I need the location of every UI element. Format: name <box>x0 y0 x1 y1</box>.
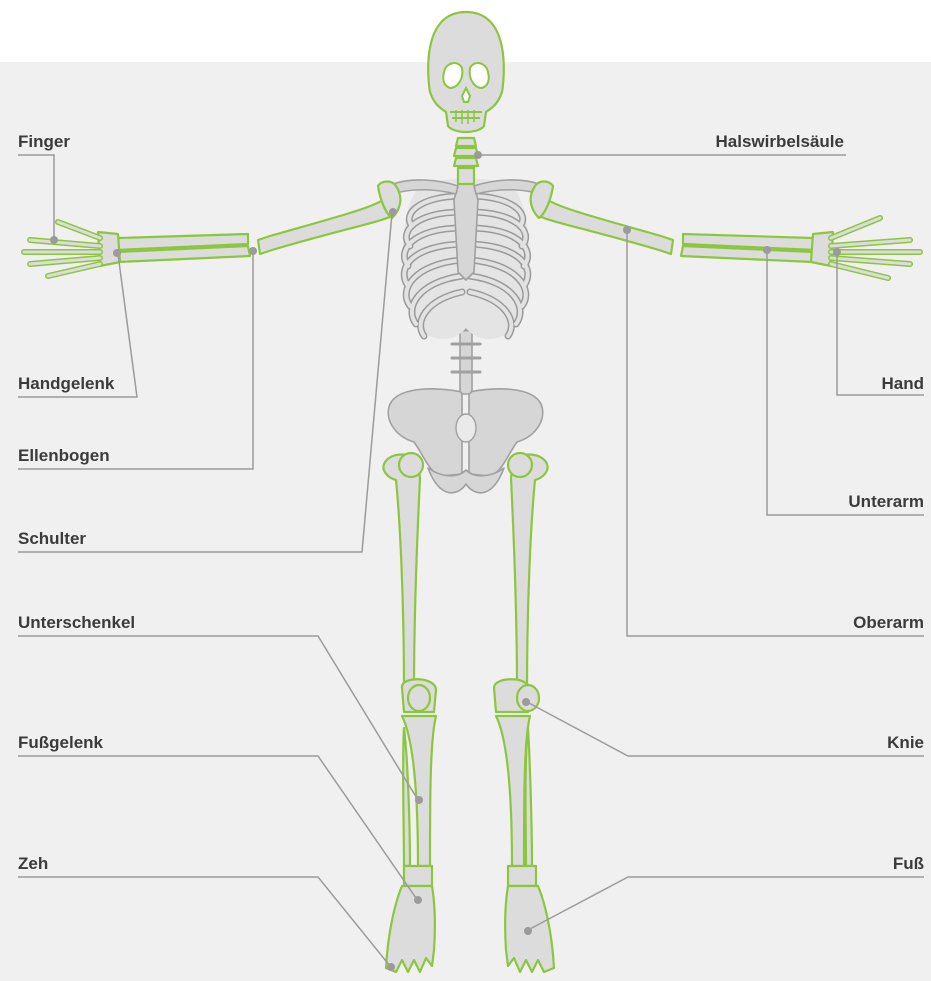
legs <box>383 453 554 972</box>
label-fuss: Fuß <box>893 854 924 874</box>
label-unterschenkel: Unterschenkel <box>18 613 135 633</box>
label-knie: Knie <box>887 733 924 753</box>
label-schulter: Schulter <box>18 529 86 549</box>
label-handgelenk: Handgelenk <box>18 374 114 394</box>
label-finger: Finger <box>18 132 70 152</box>
label-unterarm: Unterarm <box>848 492 924 512</box>
label-fussgelenk: Fußgelenk <box>18 733 103 753</box>
label-ellenbogen: Ellenbogen <box>18 446 110 466</box>
ribcage <box>378 179 553 340</box>
label-zeh: Zeh <box>18 854 48 874</box>
label-oberarm: Oberarm <box>853 613 924 633</box>
label-halswirbelsaeule: Halswirbelsäule <box>715 132 844 152</box>
label-hand: Hand <box>882 374 925 394</box>
head-and-neck <box>428 12 504 184</box>
